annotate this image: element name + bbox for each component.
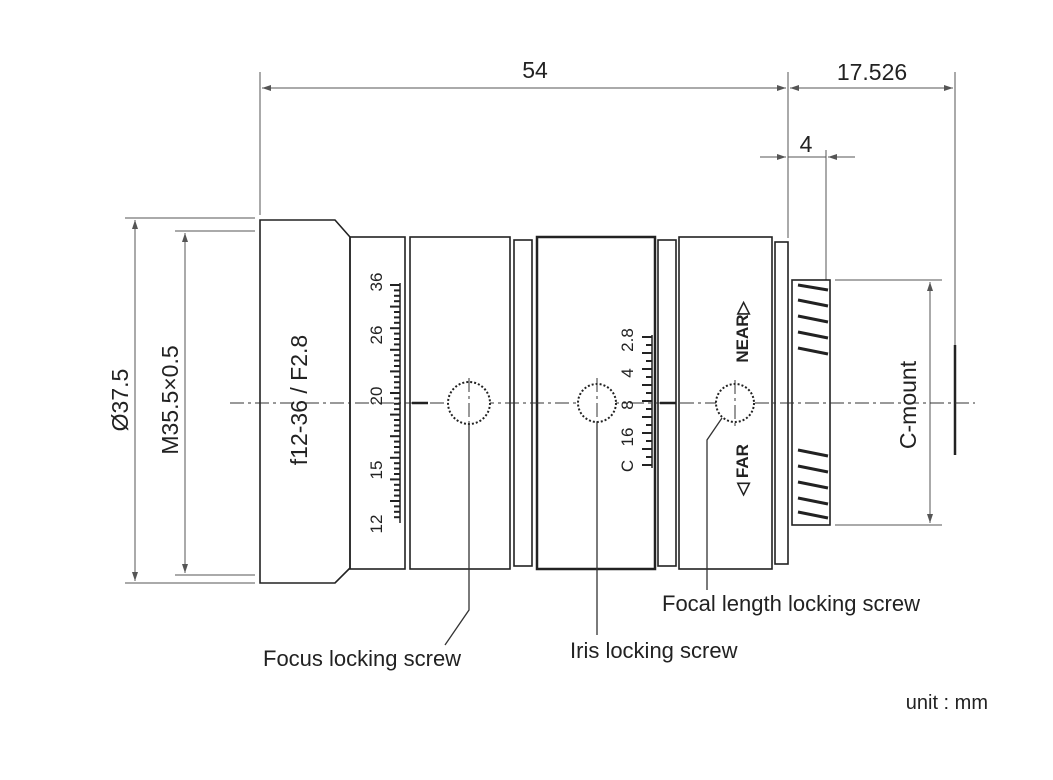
- dim-back-length: 17.526: [837, 59, 907, 85]
- dim-flange-offset: 4: [800, 131, 813, 157]
- iris-tick-label: 4: [618, 368, 637, 377]
- focal-tick-label: 15: [367, 461, 386, 480]
- lens-marking: f12-36 / F2.8: [286, 335, 312, 465]
- near-label: NEAR▷: [733, 300, 752, 362]
- dim-outer-diameter: Ø37.5: [107, 369, 133, 432]
- focal-length-scale: 12 15 20 26 36: [367, 273, 428, 534]
- callout-leaders: [444, 417, 723, 646]
- unit-label: unit : mm: [906, 692, 988, 714]
- iris-tick-label: 8: [618, 400, 637, 409]
- focal-tick-label: 20: [367, 387, 386, 406]
- iris-screw-label: Iris locking screw: [570, 638, 738, 663]
- extension-lines: [125, 72, 956, 584]
- iris-tick-label: C: [618, 460, 637, 472]
- focal-tick-label: 12: [367, 515, 386, 534]
- iris-tick-label: 2.8: [618, 328, 637, 352]
- focal-tick-label: 36: [367, 273, 386, 292]
- dim-overall-length: 54: [522, 57, 548, 83]
- dim-filter-thread: M35.5×0.5: [157, 345, 183, 454]
- iris-scale: C 16 8 4 2.8: [618, 328, 676, 472]
- iris-tick-label: 16: [618, 428, 637, 447]
- focal-screw-label: Focal length locking screw: [662, 591, 920, 616]
- far-label: ◁ FAR: [733, 444, 752, 497]
- dim-mount: C-mount: [895, 360, 921, 449]
- focus-screw-label: Focus locking screw: [263, 646, 461, 671]
- focal-tick-label: 26: [367, 326, 386, 345]
